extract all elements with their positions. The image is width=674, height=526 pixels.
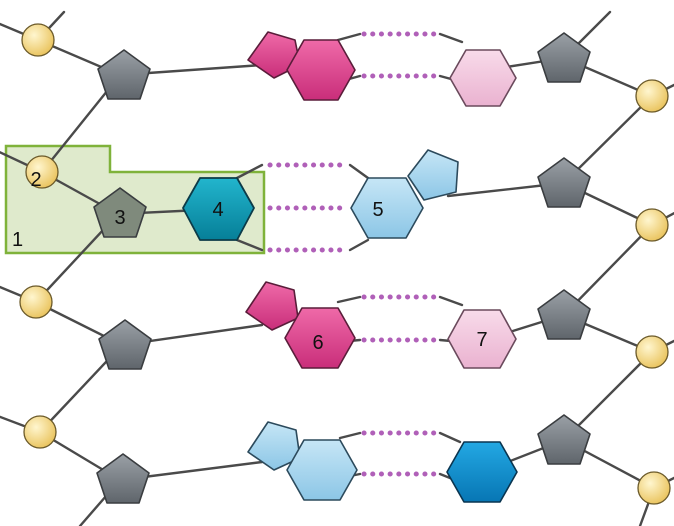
nitrogenous-bases	[182, 31, 518, 503]
purine-hexagon	[286, 39, 356, 101]
sugar-pentagon	[537, 157, 591, 208]
phosphate-circle	[25, 155, 59, 189]
purine-hexagon	[286, 439, 358, 501]
label-4: 4	[212, 199, 223, 221]
label-5: 5	[372, 199, 383, 221]
phosphate-circle	[635, 335, 669, 369]
label-3: 3	[114, 207, 125, 229]
phosphate-circle	[23, 415, 57, 449]
sugar-pentagon	[98, 319, 152, 370]
purine-magenta	[245, 281, 356, 369]
phosphate-circle	[635, 79, 669, 113]
pyrimidine-pink	[447, 309, 517, 369]
label-1: 1	[12, 229, 23, 251]
purine-hexagon	[350, 177, 424, 239]
purine-pentagon	[245, 281, 299, 331]
left-backbone-strand	[0, 10, 124, 526]
sugar-base-bonds	[116, 56, 566, 482]
phosphate-circle	[19, 285, 53, 319]
phosphate-groups	[19, 23, 671, 505]
label-6: 6	[312, 332, 323, 354]
phosphate-circle	[21, 23, 55, 57]
sugar-groups	[93, 32, 591, 504]
purine-pentagon	[407, 149, 459, 201]
sugar-pentagon	[96, 453, 150, 504]
diagram-labels: 1 2 3 4 5 6 7	[12, 169, 488, 354]
pyrimidine-blue	[446, 441, 518, 503]
label-7: 7	[476, 329, 487, 351]
sugar-pentagon	[537, 289, 591, 340]
purine-light-blue	[247, 421, 358, 501]
phosphate-circle	[637, 471, 671, 505]
base-stub-bonds	[235, 32, 464, 484]
sugar-pentagon	[537, 32, 591, 83]
phosphate-circle	[635, 208, 669, 242]
label-2: 2	[30, 169, 41, 191]
sugar-pentagon	[537, 414, 591, 465]
purine-light-blue	[350, 149, 459, 239]
purine-pentagon	[247, 421, 301, 471]
sugar-pentagon	[97, 49, 151, 100]
hydrogen-bonds	[267, 31, 439, 477]
purine-magenta	[247, 31, 356, 101]
sugar-pentagon-highlighted	[93, 187, 147, 238]
pyrimidine-pink	[449, 49, 517, 107]
purine-hexagon	[284, 307, 356, 369]
pyrimidine-teal	[182, 177, 255, 241]
